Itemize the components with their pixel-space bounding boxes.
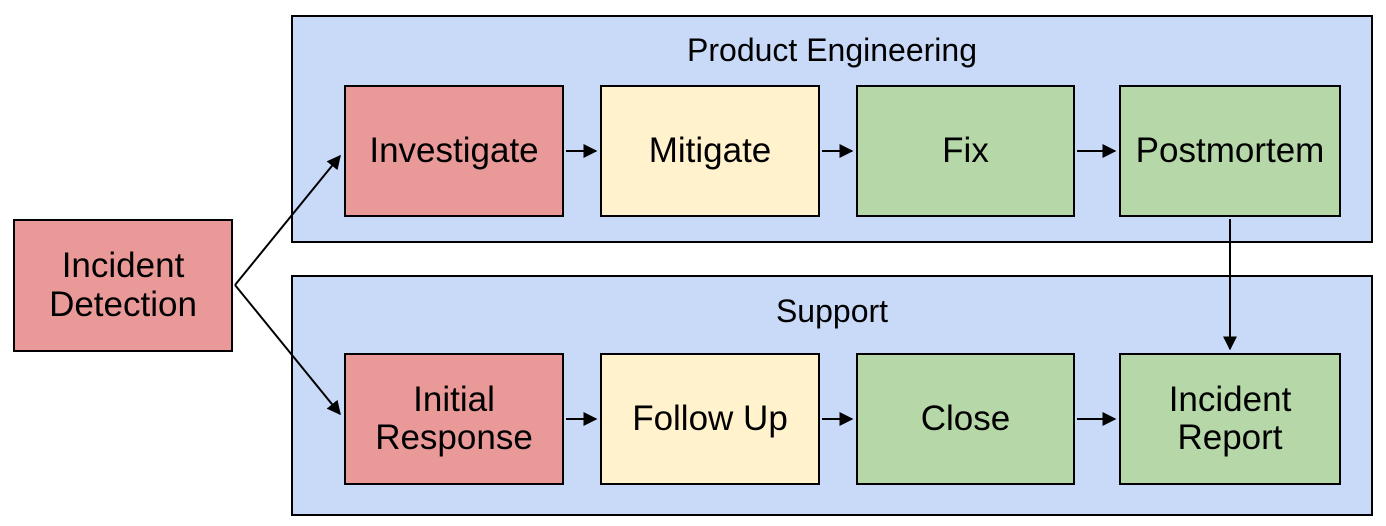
node-investigate: Investigate — [344, 85, 564, 217]
node-mitigate: Mitigate — [600, 85, 820, 217]
node-close: Close — [856, 353, 1075, 485]
node-incident-report: Incident Report — [1119, 353, 1341, 485]
node-postmortem: Postmortem — [1119, 85, 1341, 217]
node-incident-detection: Incident Detection — [13, 219, 233, 352]
lane-support-title: Support — [775, 293, 889, 329]
node-initial-response: Initial Response — [344, 353, 564, 485]
node-follow-up: Follow Up — [600, 353, 820, 485]
node-fix: Fix — [856, 85, 1075, 217]
lane-product-engineering-title: Product Engineering — [687, 32, 977, 68]
